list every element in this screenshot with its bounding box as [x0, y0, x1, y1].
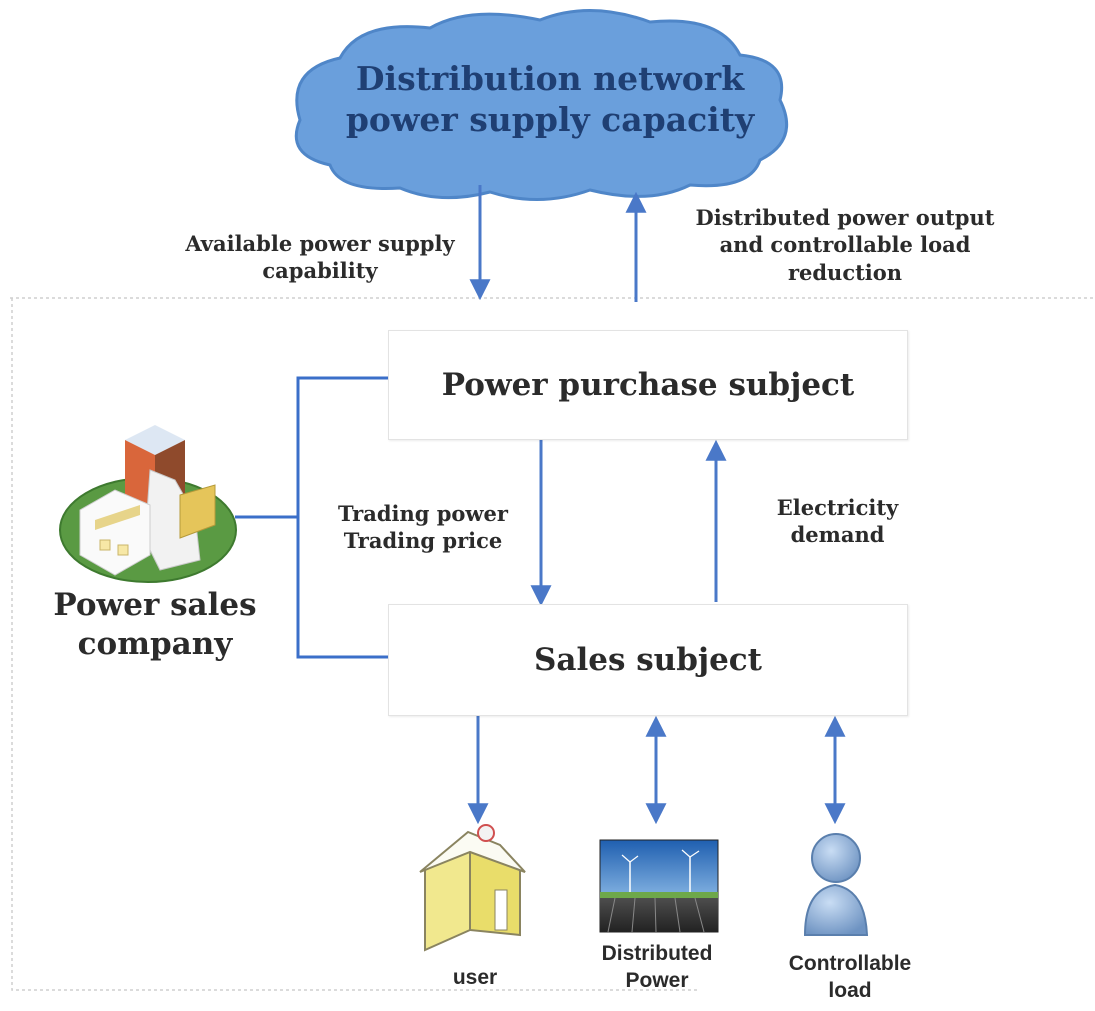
available-supply-line2: capability [262, 258, 378, 284]
system-frame [10, 297, 1093, 991]
cloud-title: Distribution network power supply capaci… [330, 58, 770, 141]
controllable-load-line2: load [828, 979, 872, 1003]
trading-price-line: Trading price [343, 528, 503, 554]
company-line2: company [77, 625, 233, 662]
controllable-load-label: Controllable load [760, 950, 940, 1005]
distributed-output-label: Distributed power output and controllabl… [660, 204, 1030, 286]
cloud-title-line2: power supply capacity [345, 100, 755, 140]
demand-line2: demand [790, 522, 885, 548]
distributed-output-line1: Distributed power output [695, 205, 995, 230]
company-line1: Power sales [53, 587, 257, 623]
cloud-shape [294, 8, 789, 202]
demand-line1: Electricity [776, 495, 899, 520]
user-label: user [420, 964, 530, 991]
sales-subject-box: Sales subject [388, 604, 908, 716]
power-purchase-subject-label: Power purchase subject [441, 367, 855, 403]
house-icon [419, 824, 526, 952]
distributed-output-line3: reduction [787, 259, 903, 285]
controllable-load-line1: Controllable [788, 952, 912, 975]
demand-label: Electricity demand [755, 494, 920, 549]
available-supply-line1: Available power supply [185, 231, 455, 256]
solar-wind-farm-icon [599, 839, 719, 933]
company-building-icon [59, 425, 237, 583]
trading-power-line: Trading power [338, 501, 508, 526]
available-supply-label: Available power supply capability [160, 230, 480, 285]
power-sales-company-label: Power sales company [40, 586, 270, 664]
user-label-text: user [452, 966, 498, 989]
distributed-power-label: Distributed Power [572, 940, 742, 995]
distributed-power-line1: Distributed [601, 942, 713, 965]
company-connector [235, 376, 388, 659]
distributed-output-line2: and controllable load [719, 232, 971, 258]
trading-label: Trading power Trading price [318, 500, 528, 555]
cloud-title-line1: Distribution network [355, 59, 745, 98]
person-icon [803, 833, 869, 936]
sales-subject-label: Sales subject [533, 642, 763, 678]
power-purchase-subject-box: Power purchase subject [388, 330, 908, 440]
distributed-power-line2: Power [625, 969, 689, 993]
